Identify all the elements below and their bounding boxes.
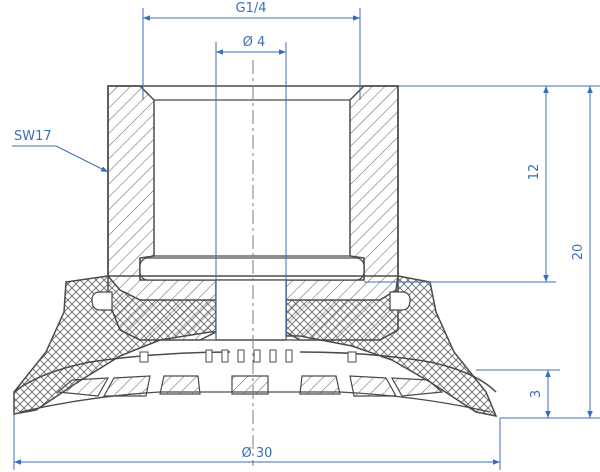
diameter-label: Ø 30 — [242, 446, 273, 461]
dimensions — [12, 8, 600, 470]
thread-dimension-label: G1/4 — [236, 1, 267, 16]
insert-left-section — [107, 85, 217, 341]
lip-height-label: 3 — [529, 390, 544, 398]
cup-ribs — [56, 375, 444, 397]
clip-groove-left — [91, 291, 113, 311]
part-body — [13, 60, 498, 466]
cup-rim-right — [299, 351, 497, 393]
wrench-size-label: SW17 — [14, 129, 52, 144]
cup-rim-left — [13, 351, 231, 393]
clip-groove-right — [389, 291, 411, 311]
bore-dimension-label: Ø 4 — [243, 35, 266, 50]
thread-bore — [139, 99, 365, 280]
thread-depth-label: 12 — [527, 164, 542, 181]
insert-right-section — [285, 85, 399, 341]
insert-teeth — [139, 349, 357, 363]
bore-channel — [215, 279, 287, 341]
total-height-label: 20 — [571, 244, 586, 261]
